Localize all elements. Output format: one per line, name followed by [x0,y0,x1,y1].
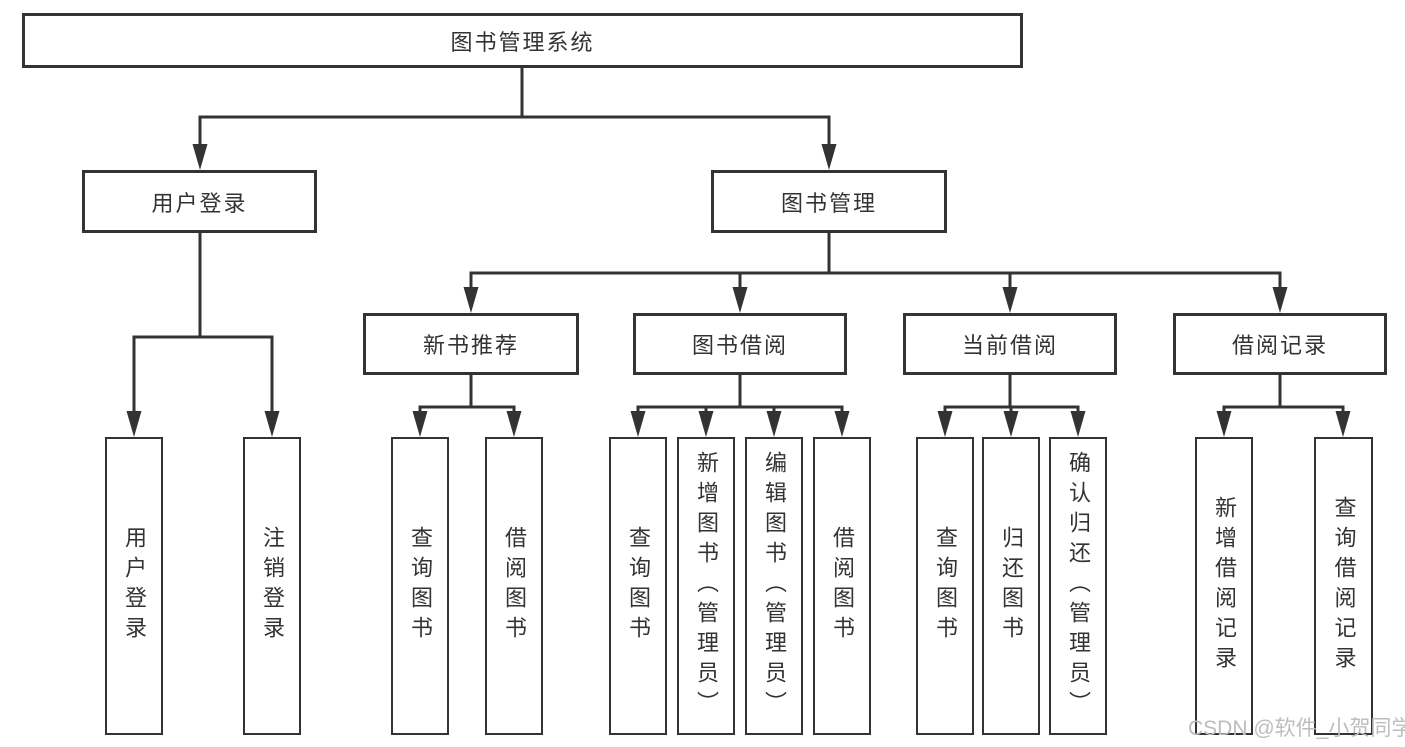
leaf-label: 查询图书 [933,526,958,646]
leaf-user-login: 用户登录 [105,437,163,735]
leaf-label: 用户登录 [122,526,147,646]
leaf-label: 借阅图书 [830,526,855,646]
leaf-confirm-return-admin: 确认归还（管理员） [1049,437,1107,735]
leaf-label: 新增借阅记录 [1212,496,1237,676]
leaf-borrow-books-recommend: 借阅图书 [485,437,543,735]
leaf-label: 查询借阅记录 [1331,496,1357,676]
node-current-borrowing: 当前借阅 [903,313,1117,375]
leaf-edit-books-admin: 编辑图书（管理员） [745,437,803,735]
leaf-label: 编辑图书（管理员） [762,451,787,721]
leaf-add-books-admin: 新增图书（管理员） [677,437,735,735]
node-label: 图书管理系统 [450,29,595,55]
leaf-query-books-borrowing: 查询图书 [609,437,667,735]
leaf-borrow-books-borrowing: 借阅图书 [813,437,871,735]
leaf-label: 新增图书（管理员） [694,451,719,721]
node-label: 用户登录 [151,190,248,216]
csdn-watermark: CSDN @软件_小贺同学 [1188,717,1405,740]
node-user-login: 用户登录 [82,170,317,233]
node-label: 图书管理 [780,190,877,216]
leaf-query-books-recommend: 查询图书 [391,437,449,735]
leaf-logout: 注销登录 [243,437,301,735]
leaf-return-books: 归还图书 [982,437,1040,735]
node-label: 借阅记录 [1231,333,1328,358]
leaf-add-borrow-record: 新增借阅记录 [1195,437,1253,735]
leaf-label: 确认归还（管理员） [1066,451,1091,721]
leaf-label: 查询图书 [408,526,433,646]
leaf-query-books-current: 查询图书 [916,437,974,735]
node-label: 新书推荐 [422,333,519,358]
leaf-query-borrow-record: 查询借阅记录 [1314,437,1373,735]
node-borrowing-records: 借阅记录 [1173,313,1387,375]
node-label: 当前借阅 [961,333,1058,358]
leaf-label: 查询图书 [626,526,651,646]
leaf-label: 借阅图书 [502,526,527,646]
leaf-label: 归还图书 [999,526,1024,646]
leaf-label: 注销登录 [260,526,285,646]
node-library-management-system: 图书管理系统 [22,13,1023,68]
node-book-management: 图书管理 [711,170,947,233]
node-label: 图书借阅 [691,333,788,358]
node-new-book-recommendation: 新书推荐 [363,313,579,375]
node-book-borrowing: 图书借阅 [633,313,847,375]
